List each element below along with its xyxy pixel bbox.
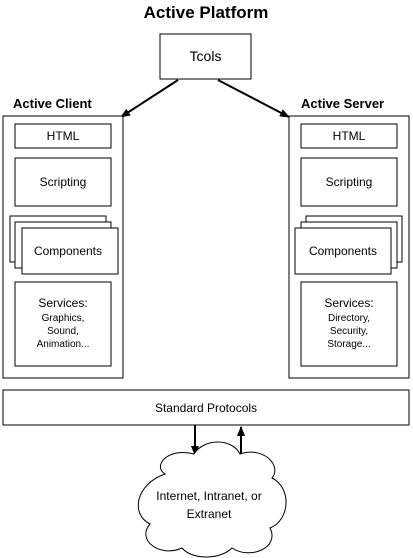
network-line: Extranet bbox=[187, 507, 232, 521]
server-services-box bbox=[300, 281, 398, 367]
client-scripting-box bbox=[14, 157, 112, 207]
server-services-line: Security, bbox=[330, 326, 368, 337]
server-components-stack bbox=[294, 215, 403, 275]
client-services-line: Sound, bbox=[47, 326, 79, 337]
tools-label: Tcols bbox=[190, 48, 222, 64]
client-title: Active Client bbox=[13, 96, 92, 111]
server-components-label: Components bbox=[309, 244, 377, 258]
server-html-label: HTML bbox=[333, 129, 366, 143]
network-line: Internet, Intranet, or bbox=[156, 489, 261, 503]
server-html-box bbox=[300, 123, 398, 149]
server-scripting-label: Scripting bbox=[326, 175, 373, 189]
client-services-line: Animation... bbox=[37, 339, 90, 350]
tools-to-server-arrow bbox=[217, 79, 290, 118]
server-title: Active Server bbox=[301, 96, 384, 111]
server-services-line: Storage... bbox=[327, 339, 370, 350]
diagram-title: Active Platform bbox=[144, 3, 269, 22]
tools-box bbox=[159, 33, 252, 80]
client-scripting-label: Scripting bbox=[40, 175, 87, 189]
protocols-label: Standard Protocols bbox=[155, 401, 257, 415]
tools-to-client-arrow bbox=[120, 79, 179, 118]
client-components-label: Components bbox=[34, 244, 102, 258]
network-cloud bbox=[137, 441, 287, 558]
client-services-title: Services: bbox=[38, 296, 87, 310]
client-services-box bbox=[14, 281, 112, 367]
client-html-box bbox=[14, 123, 112, 149]
server-services-title: Services: bbox=[324, 296, 373, 310]
client-services-line: Graphics, bbox=[42, 313, 85, 324]
server-services-line: Directory, bbox=[328, 313, 370, 324]
client-components-stack bbox=[9, 215, 119, 275]
server-scripting-box bbox=[300, 157, 398, 207]
protocols-bar bbox=[2, 389, 410, 426]
client-html-label: HTML bbox=[47, 129, 80, 143]
